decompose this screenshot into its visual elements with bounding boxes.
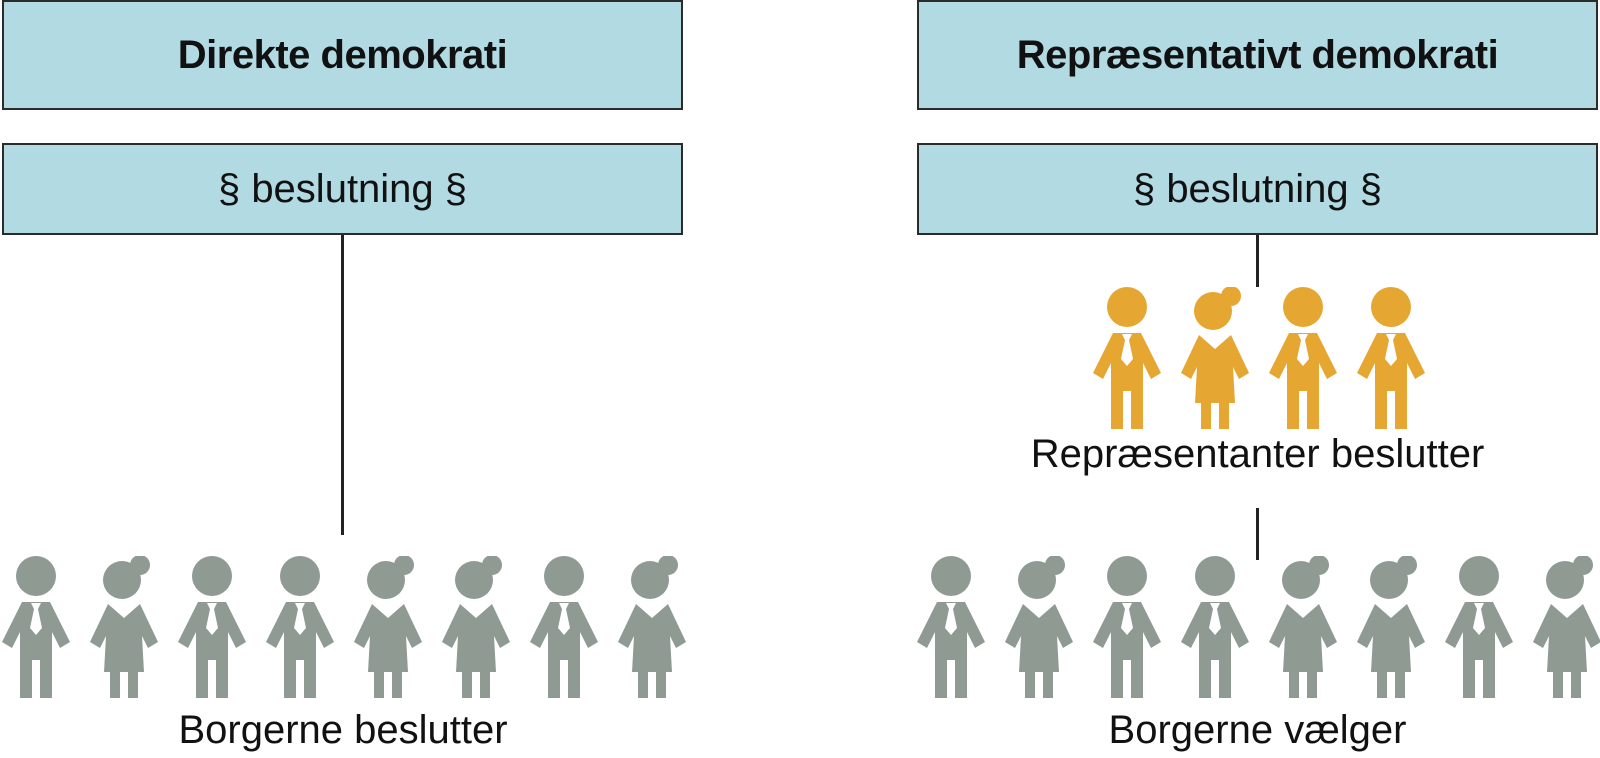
representatives-caption: Repræsentanter beslutter bbox=[1030, 432, 1485, 476]
citizen-man-icon bbox=[176, 556, 248, 698]
direct-connector-line bbox=[341, 235, 344, 535]
representative-woman-icon bbox=[1179, 287, 1251, 429]
citizen-woman-icon bbox=[88, 556, 160, 698]
representative-citizens-caption: Borgerne vælger bbox=[1108, 708, 1407, 752]
representative-decision-box: § beslutning § bbox=[917, 143, 1598, 235]
citizen-woman-icon bbox=[352, 556, 424, 698]
representative-man-icon bbox=[1267, 287, 1339, 429]
representative-democracy-title-box: Repræsentativt demokrati bbox=[917, 0, 1598, 110]
citizen-man-icon bbox=[528, 556, 600, 698]
direct-citizens-row bbox=[0, 556, 704, 698]
direct-democracy-title: Direkte demokrati bbox=[177, 32, 508, 77]
citizen-woman-icon bbox=[1003, 556, 1075, 698]
representative-decision-label: § beslutning § bbox=[1132, 166, 1383, 211]
representative-citizens-row bbox=[915, 556, 1600, 698]
representative-upper-connector bbox=[1256, 235, 1259, 287]
representatives-row bbox=[1091, 287, 1443, 429]
citizen-man-icon bbox=[0, 556, 72, 698]
citizen-man-icon bbox=[915, 556, 987, 698]
representative-man-icon bbox=[1091, 287, 1163, 429]
citizen-woman-icon bbox=[1531, 556, 1600, 698]
citizen-man-icon bbox=[264, 556, 336, 698]
representative-man-icon bbox=[1355, 287, 1427, 429]
citizen-man-icon bbox=[1179, 556, 1251, 698]
citizen-woman-icon bbox=[616, 556, 688, 698]
citizen-woman-icon bbox=[440, 556, 512, 698]
direct-citizens-caption: Borgerne beslutter bbox=[178, 708, 508, 752]
direct-democracy-title-box: Direkte demokrati bbox=[2, 0, 683, 110]
citizen-woman-icon bbox=[1267, 556, 1339, 698]
direct-decision-label: § beslutning § bbox=[217, 166, 468, 211]
representative-democracy-title: Repræsentativt demokrati bbox=[1016, 32, 1499, 77]
representative-lower-connector bbox=[1256, 508, 1259, 560]
citizen-man-icon bbox=[1443, 556, 1515, 698]
citizen-woman-icon bbox=[1355, 556, 1427, 698]
direct-decision-box: § beslutning § bbox=[2, 143, 683, 235]
citizen-man-icon bbox=[1091, 556, 1163, 698]
